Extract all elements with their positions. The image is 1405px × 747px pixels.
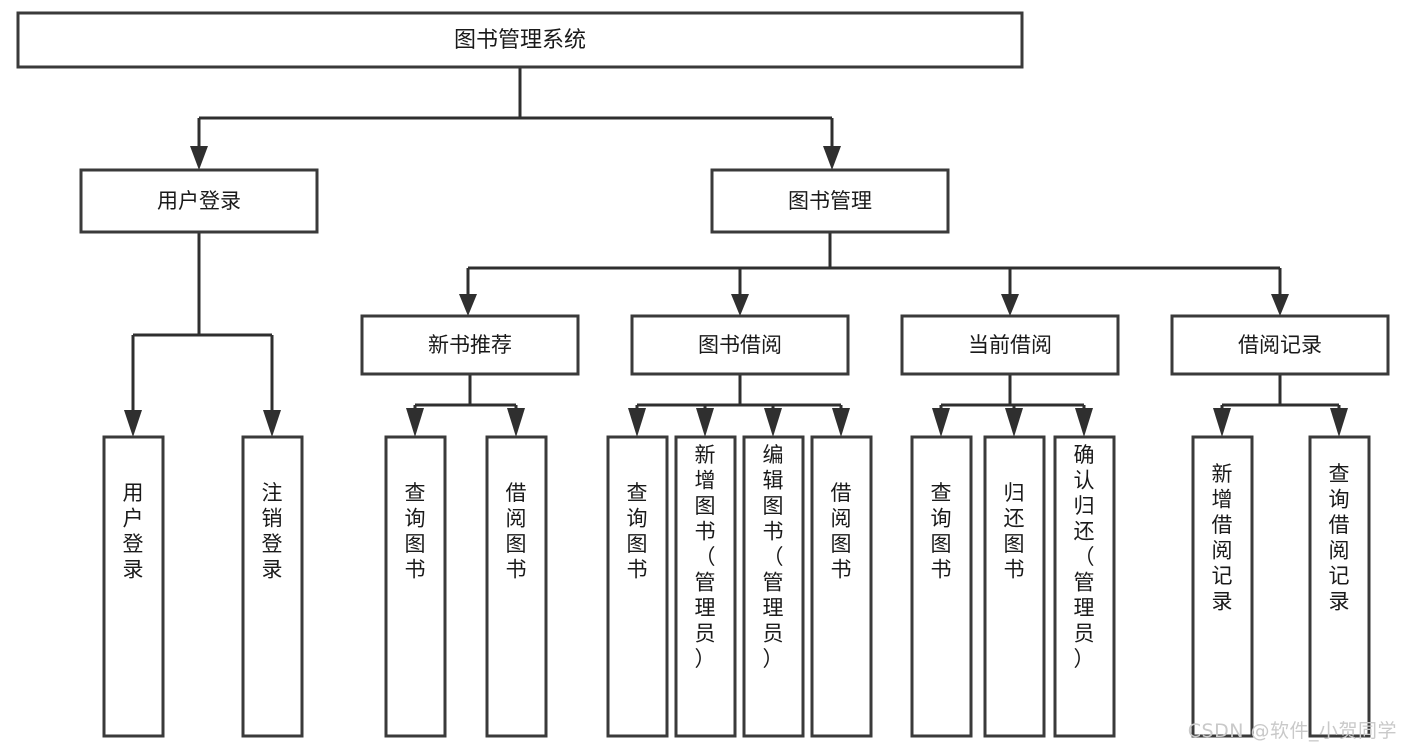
arrowhead-book-borrow <box>731 294 749 316</box>
leaf-edit-book-box[interactable] <box>742 435 805 738</box>
leaf-return-book[interactable]: 归还图书 <box>983 435 1046 738</box>
leaf-return-book-box[interactable] <box>983 435 1046 738</box>
leaf-query-book-rec-box[interactable] <box>384 435 447 738</box>
node-borrow-record[interactable]: 借阅记录 <box>1170 314 1390 376</box>
leaf-user-login[interactable]: 用户登录 <box>102 435 165 738</box>
leaf-query-record-box[interactable] <box>1308 435 1371 738</box>
leaf-user-login-box[interactable] <box>102 435 165 738</box>
arrowhead-leaf-edit-book <box>764 408 782 437</box>
node-root-label: 图书管理系统 <box>454 28 586 53</box>
leaf-add-record[interactable]: 新增借阅记录 <box>1191 435 1254 738</box>
node-new-book-recommend-label: 新书推荐 <box>428 333 512 357</box>
node-book-borrow-box[interactable] <box>630 314 850 376</box>
arrowhead-leaf-query-book-borrow <box>628 408 646 437</box>
arrowhead-leaf-query-book-rec <box>406 408 424 437</box>
node-borrow-record-label: 借阅记录 <box>1238 333 1322 357</box>
node-user-login-box[interactable] <box>79 168 319 234</box>
leaf-confirm-return-box[interactable] <box>1053 435 1116 738</box>
arrowhead-borrow-record <box>1271 294 1289 316</box>
arrowhead-leaf-borrow-book-rec <box>507 408 525 437</box>
arrowhead-leaf-return-book <box>1005 408 1023 437</box>
leaf-borrow-book-rec-box[interactable] <box>485 435 548 738</box>
leaf-add-record-label: 新增借阅记录 <box>1212 462 1233 614</box>
leaf-query-book-borrow[interactable]: 查询图书 <box>606 435 669 738</box>
node-new-book-recommend-box[interactable] <box>360 314 580 376</box>
node-current-borrow-box[interactable] <box>900 314 1120 376</box>
arrowhead-leaf-add-record <box>1213 408 1231 437</box>
leaf-query-book-rec-label: 查询图书 <box>405 481 426 582</box>
leaf-query-record[interactable]: 查询借阅记录 <box>1308 435 1371 738</box>
node-user-login-label: 用户登录 <box>157 189 241 213</box>
leaf-query-book-cur-label: 查询图书 <box>931 481 952 582</box>
arrowhead-user-login <box>190 146 208 170</box>
leaf-edit-book[interactable]: 编辑图书（管理员） <box>742 435 805 738</box>
leaf-confirm-return-label: 确认归还（管理员） <box>1074 443 1095 671</box>
leaf-query-book-borrow-box[interactable] <box>606 435 669 738</box>
arrowhead-leaf-borrow-book <box>832 408 850 437</box>
leaf-query-book-cur[interactable]: 查询图书 <box>910 435 973 738</box>
leaf-borrow-book-label: 借阅图书 <box>831 481 852 582</box>
node-borrow-record-box[interactable] <box>1170 314 1390 376</box>
leaf-user-login-label: 用户登录 <box>123 481 144 582</box>
arrowhead-leaf-user-logout <box>263 410 281 437</box>
arrowhead-leaf-query-record <box>1330 408 1348 437</box>
leaf-borrow-book-rec-label: 借阅图书 <box>506 481 527 582</box>
arrowhead-leaf-add-book <box>696 408 714 437</box>
leaf-user-logout[interactable]: 注销登录 <box>241 435 304 738</box>
node-new-book-recommend[interactable]: 新书推荐 <box>360 314 580 376</box>
node-book-borrow-label: 图书借阅 <box>698 333 782 357</box>
arrowhead-book-manage <box>823 146 841 170</box>
leaf-add-book[interactable]: 新增图书（管理员） <box>674 435 737 738</box>
leaf-borrow-book-box[interactable] <box>810 435 873 738</box>
leaf-add-book-label: 新增图书（管理员） <box>695 443 716 671</box>
leaf-query-book-borrow-label: 查询图书 <box>627 481 648 582</box>
arrowhead-new-book-recommend <box>459 294 477 316</box>
node-book-manage-label: 图书管理 <box>788 189 872 213</box>
node-book-manage-box[interactable] <box>710 168 950 234</box>
leaf-query-book-rec[interactable]: 查询图书 <box>384 435 447 738</box>
node-book-borrow[interactable]: 图书借阅 <box>630 314 850 376</box>
leaf-user-logout-label: 注销登录 <box>262 481 283 582</box>
node-current-borrow[interactable]: 当前借阅 <box>900 314 1120 376</box>
leaf-return-book-label: 归还图书 <box>1004 481 1025 582</box>
leaf-query-record-label: 查询借阅记录 <box>1329 462 1350 614</box>
node-current-borrow-label: 当前借阅 <box>968 333 1052 357</box>
arrowhead-leaf-confirm-return <box>1075 408 1093 437</box>
connector-layer <box>124 67 1348 437</box>
node-book-manage[interactable]: 图书管理 <box>710 168 950 234</box>
leaf-edit-book-label: 编辑图书（管理员） <box>763 443 784 671</box>
node-root-box[interactable] <box>16 11 1024 69</box>
leaf-borrow-book[interactable]: 借阅图书 <box>810 435 873 738</box>
leaf-user-logout-box[interactable] <box>241 435 304 738</box>
node-user-login[interactable]: 用户登录 <box>79 168 319 234</box>
arrowhead-leaf-user-login <box>124 410 142 437</box>
arrowhead-current-borrow <box>1001 294 1019 316</box>
leaf-confirm-return[interactable]: 确认归还（管理员） <box>1053 435 1116 738</box>
leaf-query-book-cur-box[interactable] <box>910 435 973 738</box>
arrowhead-leaf-query-book-cur <box>932 408 950 437</box>
node-root[interactable]: 图书管理系统 <box>16 11 1024 69</box>
leaf-add-book-box[interactable] <box>674 435 737 738</box>
leaf-borrow-book-rec[interactable]: 借阅图书 <box>485 435 548 738</box>
leaf-add-record-box[interactable] <box>1191 435 1254 738</box>
